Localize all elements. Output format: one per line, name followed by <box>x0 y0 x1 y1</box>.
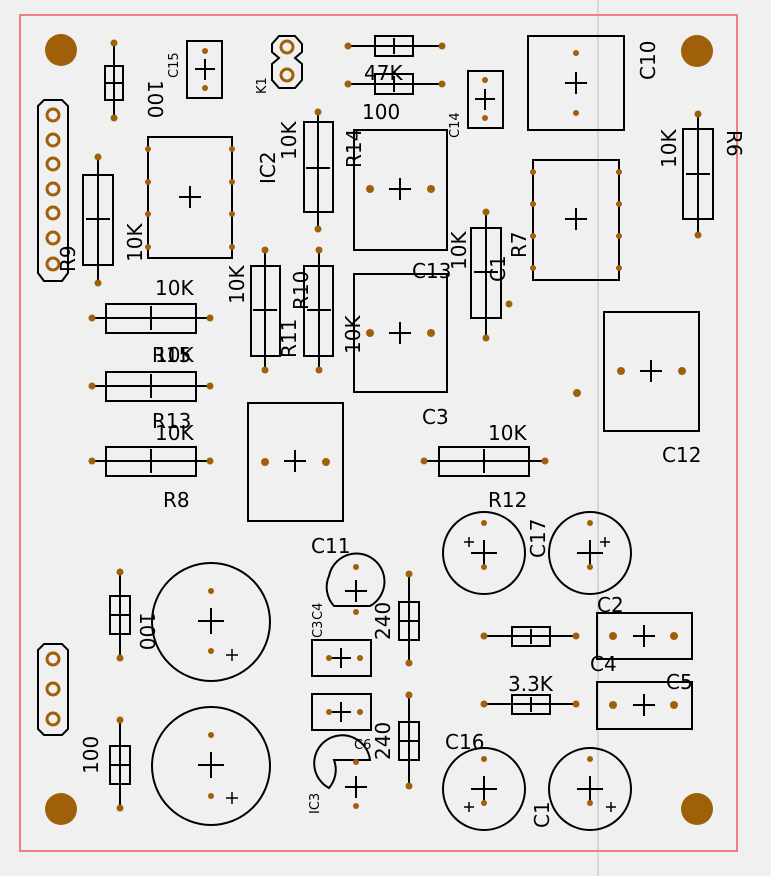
header-left-top <box>37 99 69 282</box>
resistor-100-lower1 <box>109 570 131 660</box>
resistor-r12 <box>422 446 547 477</box>
label-c1-top: C1 <box>486 255 510 282</box>
label-c14: C14 <box>448 112 463 138</box>
label-r12: R12 <box>488 488 527 512</box>
label-r100-l2: 100 <box>79 736 103 774</box>
label-r7: R7 <box>507 231 531 258</box>
resistor-100-mid <box>345 73 445 95</box>
label-r6: R6 <box>722 130 746 157</box>
label-r15: R15 <box>152 343 191 367</box>
label-c3-small: C3 <box>311 621 326 638</box>
resistor-47k <box>345 35 445 57</box>
resistor-mid-right <box>482 626 578 647</box>
solder-pads <box>88 39 702 812</box>
label-c11: C11 <box>311 534 350 558</box>
label-r11-val: 10K <box>225 265 249 304</box>
label-c6: C6 <box>354 738 371 753</box>
label-r100-l1: 100 <box>135 612 159 650</box>
resistor-r13 <box>90 371 212 402</box>
label-r9: R9 <box>56 245 80 272</box>
label-r11: R11 <box>277 319 301 358</box>
resistor-240-upper <box>398 572 420 665</box>
capacitor-c11 <box>247 402 344 522</box>
capacitor-c14 <box>467 70 504 129</box>
label-r100-mid: 100 <box>362 100 400 124</box>
capacitor-c17-right <box>548 511 632 595</box>
label-r10: R10 <box>289 271 313 310</box>
resistor-r15 <box>90 303 212 334</box>
label-c16: C16 <box>445 730 484 754</box>
resistor-r9 <box>82 155 114 285</box>
resistor-r14 <box>303 110 334 230</box>
resistor-c1-vertical <box>470 210 502 340</box>
header-left-bottom <box>37 643 69 736</box>
label-r8: R8 <box>163 488 190 512</box>
label-c3: C3 <box>422 405 449 429</box>
jumper-k1 <box>271 35 303 89</box>
label-c4-small: C4 <box>311 603 326 620</box>
capacitor-c12 <box>603 311 700 432</box>
board-outline <box>19 14 738 852</box>
resistor-3-3k <box>482 694 578 715</box>
label-c3-val: 10K <box>341 315 365 354</box>
label-r14: R14 <box>342 129 366 168</box>
resistor-r8 <box>90 446 212 477</box>
capacitor-c5 <box>596 681 693 730</box>
resistor-r10 <box>303 248 334 372</box>
ic-ic2 <box>147 136 233 259</box>
resistor-240-lower <box>398 693 420 788</box>
label-r100-top: 100 <box>143 80 167 118</box>
capacitor-c16 <box>442 747 526 831</box>
label-ic2: IC2 <box>256 151 280 184</box>
capacitor-c10 <box>527 35 625 131</box>
resistor-r11 <box>250 248 281 372</box>
label-r-mid2: 10K <box>155 343 194 367</box>
resistor-r6 <box>682 112 714 236</box>
resistor-100-top <box>104 40 124 120</box>
label-c15: C15 <box>167 52 182 78</box>
capacitor-c15 <box>186 40 223 99</box>
capacitor-c6-small <box>311 693 372 731</box>
capacitor-c3 <box>353 273 448 393</box>
component-r7 <box>532 159 620 281</box>
capacitor-c3-small <box>311 639 372 677</box>
label-c13: C13 <box>412 259 451 283</box>
label-c2: C2 <box>597 593 624 617</box>
label-c4: C4 <box>590 652 617 676</box>
label-c5: C5 <box>666 670 693 694</box>
label-c1: C1 <box>530 801 554 828</box>
label-r47k: 47K <box>364 61 403 85</box>
capacitor-c17-left <box>442 511 526 595</box>
regulator-ic3 <box>313 734 372 798</box>
label-c17: C17 <box>526 519 550 558</box>
capacitor-c1 <box>548 747 632 831</box>
label-r13-val: 10K <box>447 231 471 270</box>
capacitor-big-upper <box>151 562 271 682</box>
label-r13: R13 <box>152 409 191 433</box>
capacitor-c2 <box>596 612 693 660</box>
label-r33k: 3.3K <box>508 672 554 696</box>
label-r14-val: 10K <box>277 121 301 160</box>
header-pins <box>45 39 295 727</box>
label-r16-val: 10K <box>155 421 194 445</box>
label-k1: K1 <box>255 77 270 94</box>
label-r240b: 240 <box>371 722 395 760</box>
mounting-holes <box>45 34 713 825</box>
label-c12: C12 <box>662 443 701 467</box>
label-ic3: IC3 <box>308 793 323 814</box>
label-r12-val: 10K <box>488 421 527 445</box>
label-r6-val: 10K <box>657 129 681 168</box>
capacitor-big-lower <box>151 706 271 826</box>
label-r-left-val: 10K <box>155 276 194 300</box>
label-r9-val: 10K <box>123 223 147 262</box>
regulator-upper <box>325 552 386 607</box>
capacitor-c13 <box>353 129 448 251</box>
resistor-100-lower2 <box>109 718 131 810</box>
label-r240a: 240 <box>371 602 395 640</box>
label-c10: C10 <box>636 41 660 80</box>
